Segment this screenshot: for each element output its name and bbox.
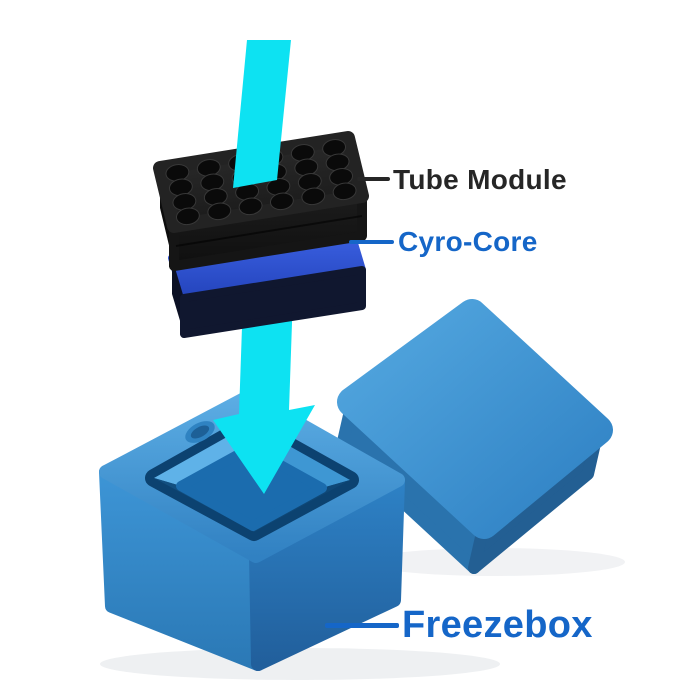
tube-module-pointer-line [357, 177, 390, 181]
ground-shadow [100, 548, 625, 680]
tube-hole [238, 197, 263, 216]
cyro-core-label: Cyro-Core [398, 226, 538, 257]
cavity-wall-back-left [154, 424, 250, 486]
tube-hole [332, 182, 357, 201]
module-seam [175, 215, 363, 247]
tube-hole [269, 192, 294, 211]
tube-module-label: Tube Module [393, 164, 567, 195]
cavity-floor [176, 443, 327, 531]
tube-hole [175, 207, 200, 226]
core-front-face [180, 266, 366, 338]
tube-hole [207, 202, 232, 221]
cavity-wall-front-right [253, 480, 350, 532]
down-arrow-main [213, 294, 315, 494]
tube-hole [301, 187, 326, 206]
cavity-wall-front-left [154, 478, 254, 532]
rim-notch [185, 421, 215, 443]
freezebox-pointer-line [325, 623, 399, 628]
freezebox-label: Freezebox [402, 604, 593, 646]
down-arrow-top [233, 40, 291, 188]
lid-top-face [337, 299, 613, 539]
freezebox-lid [336, 299, 613, 574]
cyro-core-pointer-line [349, 240, 394, 244]
